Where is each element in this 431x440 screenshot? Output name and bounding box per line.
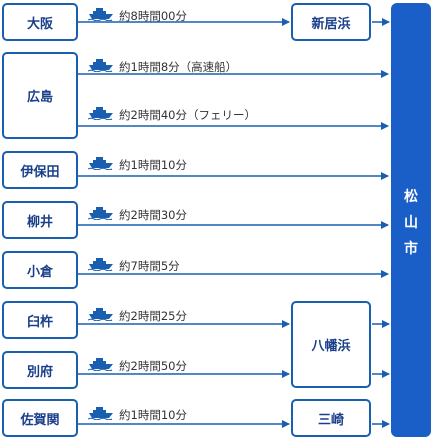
ship-icon: [87, 306, 114, 325]
ship-icon: [87, 57, 114, 76]
destination-char-1: 松: [404, 189, 418, 205]
ship-icon: [87, 6, 114, 25]
origin-ogura: 小倉: [2, 251, 78, 289]
destination-char-2: 山: [404, 215, 418, 231]
ship-icon: [87, 356, 114, 375]
ship-icon: [87, 105, 114, 124]
time-hiroshima-fast: 約1時間8分（高速船）: [119, 60, 238, 74]
ship-icon: [87, 256, 114, 275]
time-beppu: 約2時間50分: [119, 359, 187, 373]
time-iyoshida: 約1時間10分: [119, 158, 187, 172]
time-osaka: 約8時間00分: [119, 9, 187, 23]
origin-hiroshima: 広島: [2, 52, 78, 139]
ship-icon: [87, 405, 114, 424]
destination-char-3: 市: [404, 241, 418, 257]
origin-beppu: 別府: [2, 351, 78, 389]
origin-usuki: 臼杵: [2, 301, 78, 339]
time-ogura: 約7時間5分: [119, 259, 180, 273]
ship-icon: [87, 155, 114, 174]
time-yanai: 約2時間30分: [119, 208, 187, 222]
origin-yanai: 柳井: [2, 201, 78, 239]
hub-misaki: 三崎: [291, 399, 371, 437]
hub-yawatahama: 八幡浜: [291, 301, 371, 388]
time-usuki: 約2時間25分: [119, 309, 187, 323]
destination-matsuyama: 松 山 市: [391, 3, 431, 437]
origin-osaka: 大阪: [2, 3, 78, 41]
hub-niihama: 新居浜: [291, 3, 371, 41]
time-saganoseki: 約1時間10分: [119, 408, 187, 422]
origin-saganoseki: 佐賀関: [2, 399, 78, 437]
ship-icon: [87, 205, 114, 224]
time-hiroshima-ferry: 約2時間40分（フェリー）: [119, 108, 256, 122]
origin-iyoshida: 伊保田: [2, 151, 78, 189]
